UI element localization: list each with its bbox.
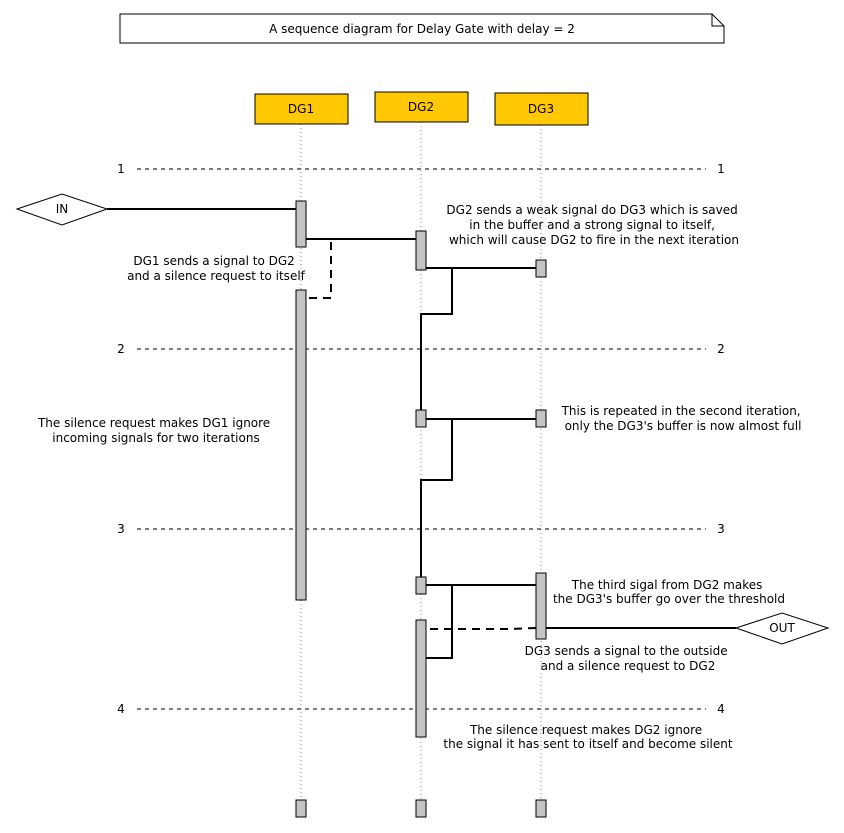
participant-dg1: DG1 bbox=[254, 93, 349, 125]
diagram-title: A sequence diagram for Delay Gate with d… bbox=[269, 22, 575, 36]
note-third-signal: The third sigal from DG2 makes the DG3's… bbox=[553, 578, 785, 606]
out-gate: OUT bbox=[734, 612, 830, 645]
note-line: The third sigal from DG2 makes bbox=[571, 578, 763, 592]
note-dg1-silence: The silence request makes DG1 ignore inc… bbox=[37, 416, 274, 445]
note-line: The silence request makes DG2 ignore bbox=[469, 723, 702, 737]
activation-dg3-3 bbox=[535, 572, 547, 640]
out-gate-label: OUT bbox=[769, 621, 795, 635]
note-line: The silence request makes DG1 ignore bbox=[37, 416, 270, 430]
note-dg3-send: DG3 sends a signal to the outside and a … bbox=[525, 644, 732, 673]
participant-label-dg3: DG3 bbox=[528, 102, 554, 116]
participant-dg3: DG3 bbox=[494, 92, 589, 126]
note-line: DG3 sends a signal to the outside bbox=[525, 644, 728, 658]
iteration-label-left: 4 bbox=[117, 702, 125, 716]
note-line: incoming signals for two iterations bbox=[52, 431, 259, 445]
participant-label-dg1: DG1 bbox=[288, 102, 314, 116]
in-gate-label: IN bbox=[56, 202, 69, 216]
title-note: A sequence diagram for Delay Gate with d… bbox=[119, 13, 725, 44]
activation-dg2-2 bbox=[415, 409, 427, 428]
message-dg3-silence-dg2 bbox=[426, 627, 537, 630]
note-line: This is repeated in the second iteration… bbox=[561, 404, 801, 418]
in-gate: IN bbox=[15, 193, 109, 226]
note-line: the signal it has sent to itself and bec… bbox=[443, 737, 732, 751]
iteration-label-left: 2 bbox=[117, 342, 125, 356]
iteration-label-right: 1 bbox=[717, 162, 725, 176]
message-dg2-self-iter3 bbox=[426, 584, 453, 659]
iteration-label-right: 4 bbox=[717, 702, 725, 716]
note-dg2-silence: The silence request makes DG2 ignore the… bbox=[443, 723, 732, 751]
activation-dg2-1 bbox=[415, 230, 427, 271]
activation-dg1-1 bbox=[295, 200, 307, 248]
message-dg2-self-iter1 bbox=[420, 267, 453, 410]
note-dg2-send: DG2 sends a weak signal do DG3 which is … bbox=[446, 203, 741, 247]
participant-label-dg2: DG2 bbox=[408, 100, 434, 114]
iteration-separator-1: 1 1 bbox=[117, 162, 725, 176]
note-line: only the DG3's buffer is now almost full bbox=[565, 419, 802, 433]
lifeline-end-dg1 bbox=[295, 799, 307, 818]
iteration-label-left: 1 bbox=[117, 162, 125, 176]
iteration-label-right: 2 bbox=[717, 342, 725, 356]
lifeline-end-dg2 bbox=[415, 799, 427, 818]
activation-dg3-2 bbox=[535, 409, 547, 428]
message-dg2-self-iter2 bbox=[420, 418, 453, 577]
iteration-label-left: 3 bbox=[117, 522, 125, 536]
activation-dg1-silence bbox=[295, 289, 307, 601]
participant-dg2: DG2 bbox=[374, 91, 469, 123]
note-line: in the buffer and a strong signal to its… bbox=[469, 218, 715, 232]
note-line: and a silence request to DG2 bbox=[541, 659, 716, 673]
message-dg1-silence-self bbox=[306, 238, 332, 299]
note-dg1-send: DG1 sends a signal to DG2 and a silence … bbox=[127, 254, 306, 283]
note-line: DG1 sends a signal to DG2 bbox=[133, 254, 294, 268]
note-line: which will cause DG2 to fire in the next… bbox=[449, 233, 739, 247]
activation-dg2-3 bbox=[415, 576, 427, 595]
note-line: and a silence request to itself bbox=[127, 269, 306, 283]
activation-dg2-silence bbox=[415, 619, 427, 738]
note-line: DG2 sends a weak signal do DG3 which is … bbox=[446, 203, 737, 217]
iteration-label-right: 3 bbox=[717, 522, 725, 536]
iteration-separator-4: 4 4 bbox=[117, 702, 725, 716]
note-repeat: This is repeated in the second iteration… bbox=[561, 404, 805, 433]
activation-dg3-1 bbox=[535, 259, 547, 278]
note-line: the DG3's buffer go over the threshold bbox=[553, 592, 785, 606]
iteration-separator-2: 2 2 bbox=[117, 342, 725, 356]
iteration-separator-3: 3 3 bbox=[117, 522, 725, 536]
lifeline-end-dg3 bbox=[535, 799, 547, 818]
